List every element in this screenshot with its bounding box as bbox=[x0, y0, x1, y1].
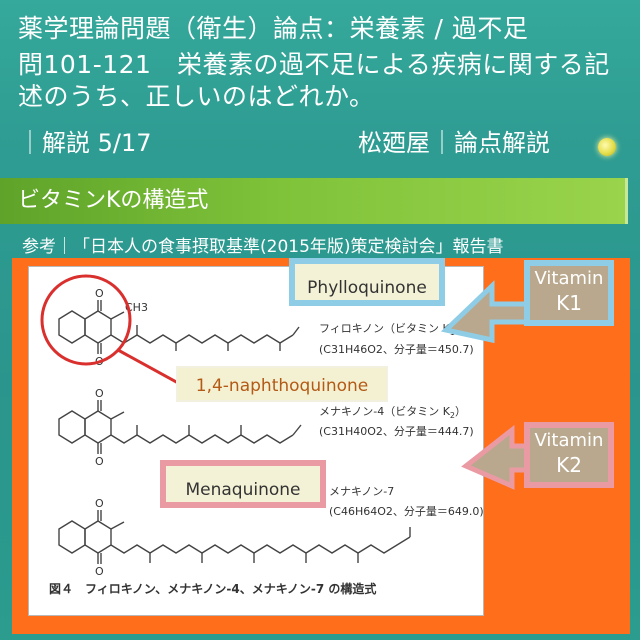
vitamin-k1-code: K1 bbox=[556, 291, 582, 315]
vitamin-k2-code: K2 bbox=[556, 453, 582, 477]
title-line-1: 薬学理論問題（衛生）論点：栄養素 / 過不足 bbox=[18, 14, 529, 43]
naphthoquinone-tag: 1,4-naphthoquinone bbox=[176, 366, 388, 402]
phylloquinone-name: フィロキノン（ビタミン K1） bbox=[319, 322, 466, 337]
slide-title: 薬学理論問題（衛生）論点：栄養素 / 過不足 問101-121 栄養素の過不足に… bbox=[18, 12, 628, 114]
section-banner: ビタミンKの構造式 bbox=[0, 178, 628, 224]
vitamin-k2-tag: Vitamin K2 bbox=[524, 422, 614, 488]
yellow-dot-icon bbox=[598, 138, 616, 156]
o-label: O bbox=[95, 455, 104, 468]
title-line-2: 問101-121 栄養素の過不足による疾病に関する記 bbox=[18, 50, 610, 79]
o-label: O bbox=[95, 497, 104, 510]
title-footer: ｜解説 5/17 松廼屋｜論点解説 bbox=[18, 123, 618, 161]
ch3-label: CH3 bbox=[125, 301, 148, 314]
phylloquinone-tag: Phylloquinone bbox=[289, 258, 445, 306]
brand-label: 松廼屋｜論点解説 bbox=[358, 129, 550, 157]
mk7-name: メナキノン-7 bbox=[329, 485, 394, 498]
vitamin-k1-tag: Vitamin K1 bbox=[524, 260, 614, 326]
mk4-formula: (C31H40O2、分子量＝444.7) bbox=[319, 425, 474, 438]
o-label: O bbox=[95, 355, 104, 368]
structure-drawing: O O CH3 O O O O フィロキノン（ビタミン K1） (C31H46O… bbox=[49, 287, 483, 596]
phylloquinone-formula: (C31H46O2、分子量＝450.7) bbox=[319, 343, 474, 356]
structure-figure: O O CH3 O O O O フィロキノン（ビタミン K1） (C31H46O… bbox=[28, 266, 484, 616]
vitamin-k2-word: Vitamin bbox=[534, 430, 604, 451]
o-label: O bbox=[95, 565, 104, 578]
o-label: O bbox=[95, 287, 104, 300]
mk4-name: メナキノン-4（ビタミン K2） bbox=[319, 405, 466, 420]
mk7-formula: (C46H64O2、分子量＝649.0) bbox=[329, 505, 483, 518]
title-line-3: 述のうち、正しいのはどれか。 bbox=[18, 82, 375, 111]
page-indicator: ｜解説 5/17 bbox=[18, 129, 152, 157]
menaquinone-tag: Menaquinone bbox=[160, 460, 326, 508]
o-label: O bbox=[95, 387, 104, 400]
reference-text: 参考｜「日本人の食事摂取基準(2015年版)策定検討会」報告書 bbox=[22, 237, 504, 257]
figure-caption: 図４ フィロキノン、メナキノン-4、メナキノン-7 の構造式 bbox=[49, 581, 376, 596]
vitamin-k1-word: Vitamin bbox=[534, 268, 604, 289]
